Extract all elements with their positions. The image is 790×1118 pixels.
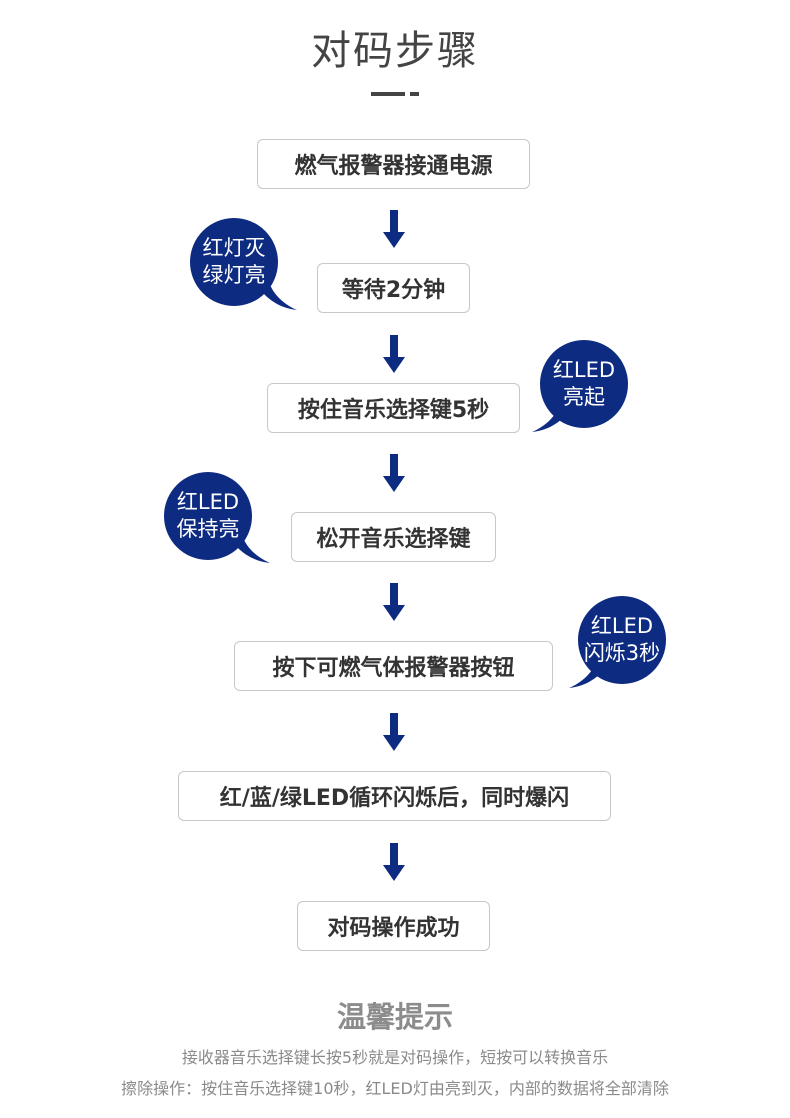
step-5: 按下可燃气体报警器按钮 [234, 641, 553, 691]
bubble-line: 红灯灭 [202, 236, 266, 260]
status-bubble-2: 红LED 亮起 [540, 340, 628, 428]
bubble-line: 红LED [590, 614, 654, 638]
step-6: 红/蓝/绿LED循环闪烁后，同时爆闪 [178, 771, 611, 821]
status-bubble-4: 红LED 闪烁3秒 [578, 596, 666, 684]
tips-title: 温馨提示 [336, 1000, 453, 1034]
bubble-line: 红LED [176, 490, 240, 514]
arrow-down-icon [383, 843, 405, 881]
bubble-line: 亮起 [563, 385, 605, 409]
status-bubble-3: 红LED 保持亮 [164, 472, 252, 560]
bubble-line: 保持亮 [176, 517, 240, 541]
step-2: 等待2分钟 [317, 263, 470, 313]
title-divider [371, 92, 419, 96]
tip-line-2: 擦除操作：按住音乐选择键10秒，红LED灯由亮到灭，内部的数据将全部清除 [121, 1079, 669, 1098]
bubble-line: 红LED [552, 358, 616, 382]
status-bubble-1: 红灯灭 绿灯亮 [190, 218, 278, 306]
arrow-down-icon [383, 335, 405, 373]
arrow-down-icon [383, 583, 405, 621]
arrow-down-icon [383, 713, 405, 751]
page-title: 对码步骤 [311, 28, 479, 74]
bubble-line: 绿灯亮 [202, 263, 266, 287]
step-1: 燃气报警器接通电源 [257, 139, 530, 189]
step-4: 松开音乐选择键 [291, 512, 496, 562]
arrow-down-icon [383, 210, 405, 248]
bubble-line: 闪烁3秒 [583, 641, 661, 665]
step-3: 按住音乐选择键5秒 [267, 383, 520, 433]
step-7: 对码操作成功 [297, 901, 490, 951]
arrow-down-icon [383, 454, 405, 492]
tip-line-1: 接收器音乐选择键长按5秒就是对码操作，短按可以转换音乐 [181, 1048, 609, 1067]
